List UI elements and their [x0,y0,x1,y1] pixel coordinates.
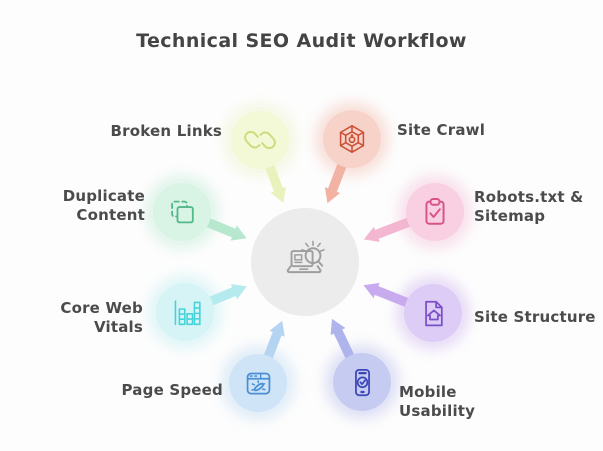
label-broken-links: Broken Links [110,122,222,140]
label-core-web-vitals: Core Web Vitals [60,299,143,336]
document-home-icon [424,300,443,326]
label-duplicate-content: Duplicate Content [62,187,145,224]
speedometer-icon [246,372,270,394]
label-robots-sitemap: Robots.txt & Sitemap [474,188,584,225]
node-duplicate-content [153,183,211,241]
node-site-crawl [323,110,381,168]
node-site-structure [404,284,462,342]
center-hub [251,208,359,316]
node-core-web-vitals [156,283,214,341]
copy-icon [171,200,194,224]
clipboard-check-icon [425,197,445,225]
node-robots-sitemap [406,183,464,241]
node-page-speed [229,354,287,412]
smartphone-check-icon [354,368,370,396]
bar-chart-icon [174,299,201,325]
label-page-speed: Page Speed [121,381,223,399]
laptop-search-icon [286,240,325,274]
node-broken-links [231,111,289,169]
label-site-structure: Site Structure [474,308,596,326]
diagram-title: Technical SEO Audit Workflow [136,30,467,52]
node-mobile-usability [333,353,391,411]
spider-web-icon [339,125,365,153]
broken-link-icon [244,130,276,150]
label-mobile-usability: Mobile Usability [399,383,476,420]
label-site-crawl: Site Crawl [397,121,486,139]
